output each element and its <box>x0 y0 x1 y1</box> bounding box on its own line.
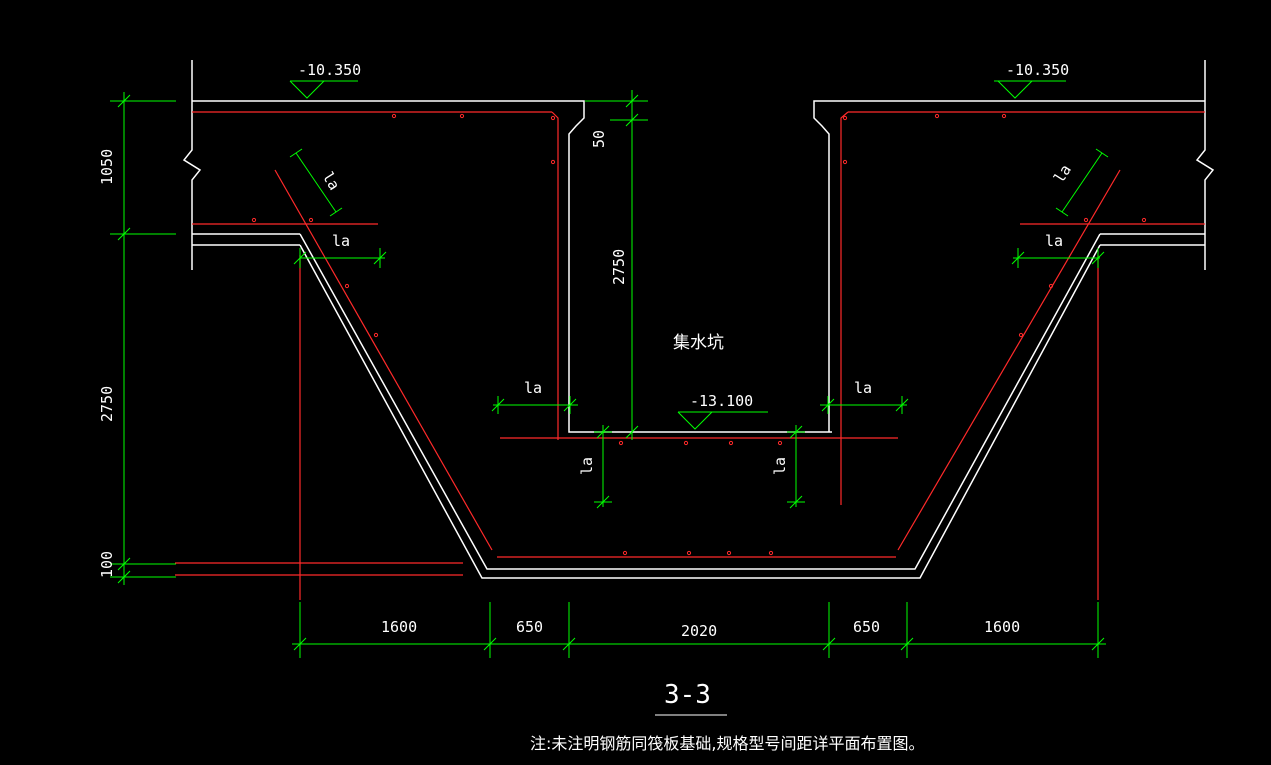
rebar-top-left-hook <box>551 111 559 440</box>
rebar-dot <box>550 159 556 165</box>
rebar-dot <box>683 440 689 446</box>
section-title: 3-3 <box>664 680 711 710</box>
elevation-top-right: -10.350 <box>1006 61 1069 79</box>
rebar-dot <box>391 113 397 119</box>
pit-outer-2 <box>299 244 1101 579</box>
pit-label: 集水坑 <box>673 333 724 353</box>
la-slope-right: la <box>1050 161 1075 186</box>
rebar-dot <box>1018 332 1024 338</box>
rebar-dot <box>1048 283 1054 289</box>
rebar-dot <box>622 550 628 556</box>
rebar-dot <box>934 113 940 119</box>
break-line-left <box>182 60 202 270</box>
rebar-dot <box>459 113 465 119</box>
drawing-note: 注:未注明钢筋同筏板基础,规格型号间距详平面布置图。 <box>530 734 924 753</box>
la-slope-left: la <box>319 169 344 194</box>
la-horizontal-right: la <box>1045 232 1063 250</box>
rebar-slope-right <box>897 169 1121 551</box>
rebar-dot <box>768 550 774 556</box>
dim-left-top-thickness: 1050 <box>98 149 116 185</box>
rebar-lines <box>175 111 1205 600</box>
rebar-dot <box>728 440 734 446</box>
rebar-dot <box>777 440 783 446</box>
rebar-dot <box>344 283 350 289</box>
dimension-lines <box>110 80 1109 716</box>
concrete-outline <box>182 60 1215 579</box>
labels: -10.350 -10.350 -13.100 1050 2750 100 50… <box>98 61 1075 753</box>
la-vertical-right: la <box>771 457 789 475</box>
rebar-dot <box>1083 217 1089 223</box>
rebar-dot <box>618 440 624 446</box>
dim-inner-depth: 2750 <box>610 249 628 285</box>
dim-bottom-5: 1600 <box>984 618 1020 636</box>
inner-right-corner <box>813 100 830 432</box>
elevation-top-left: -10.350 <box>298 61 361 79</box>
la-vertical-left: la <box>578 457 596 475</box>
pit-outer-1 <box>299 233 1101 570</box>
elevation-pit-bottom: -13.100 <box>690 392 753 410</box>
dim-bottom-3: 2020 <box>681 622 717 640</box>
break-line-right <box>1195 60 1215 270</box>
la-horizontal-left: la <box>332 232 350 250</box>
dim-bottom-2: 650 <box>516 618 543 636</box>
dim-left-depth: 2750 <box>98 386 116 422</box>
rebar-dot <box>686 550 692 556</box>
rebar-dot <box>1001 113 1007 119</box>
dim-inner-top: 50 <box>590 130 608 148</box>
rebar-dot <box>842 159 848 165</box>
dim-bottom-4: 650 <box>853 618 880 636</box>
rebar-dot <box>550 115 556 121</box>
la-inner-left: la <box>524 379 542 397</box>
rebar-top-right-hook <box>840 111 849 505</box>
rebar-dot <box>1141 217 1147 223</box>
inner-left-corner <box>568 100 832 433</box>
dim-bottom-1: 1600 <box>381 618 417 636</box>
rebar-dot <box>373 332 379 338</box>
la-inner-right: la <box>854 379 872 397</box>
rebar-dot <box>842 115 848 121</box>
dim-left-bottom: 100 <box>98 551 116 578</box>
rebar-dot <box>726 550 732 556</box>
rebar-dots <box>251 113 1147 556</box>
rebar-dot <box>251 217 257 223</box>
rebar-slope-left <box>274 169 493 551</box>
rebar-dot <box>308 217 314 223</box>
